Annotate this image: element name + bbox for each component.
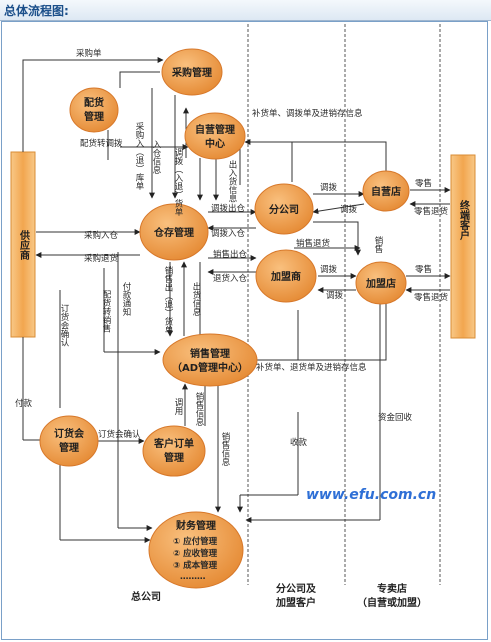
node-self-run-center: 自营管理 中心 bbox=[184, 112, 246, 160]
label-sales-info-2: 销售信息 bbox=[220, 431, 230, 466]
node-order-meeting-line2: 管理 bbox=[59, 441, 79, 454]
label-ship-info: 出货信息 bbox=[191, 281, 201, 316]
supplier-label: 供应商 bbox=[18, 229, 31, 261]
node-warehouse-label: 仓存管理 bbox=[153, 226, 194, 239]
label-sales-io-order: 销售出（退）货单 bbox=[163, 265, 173, 335]
node-order-meeting: 订货会 管理 bbox=[39, 415, 99, 467]
label-fund-recovery: 资金回收 bbox=[378, 412, 413, 423]
node-finance-item-4: ……… bbox=[180, 572, 206, 582]
label-purchase-in-return: 采购入（退）库单 bbox=[134, 121, 144, 191]
lane-label-hq: 总公司 bbox=[131, 590, 161, 603]
label-alloc-transfer: 配货转调拨 bbox=[80, 138, 123, 149]
end-customer-label: 终端客户 bbox=[458, 199, 471, 241]
node-self-store-label: 自营店 bbox=[371, 185, 401, 198]
node-franchisee-label: 加盟商 bbox=[270, 270, 301, 283]
node-branch: 分公司 bbox=[254, 183, 314, 235]
label-transfer-1: 调拨 bbox=[320, 182, 338, 193]
label-order-confirm-v: 订货会确认 bbox=[59, 303, 69, 347]
label-purchase-return: 采购退货 bbox=[84, 253, 119, 264]
node-customer-order-line1: 客户订单 bbox=[153, 437, 194, 450]
label-retail-1: 零售 bbox=[415, 178, 432, 189]
label-alloc-to-sales: 配货转销售 bbox=[101, 290, 111, 333]
node-finance-item-2: ② 应收管理 bbox=[173, 548, 218, 559]
node-branch-label: 分公司 bbox=[269, 203, 299, 216]
node-self-run-line1: 自营管理 bbox=[195, 123, 235, 136]
label-usage: 调用 bbox=[173, 398, 183, 416]
label-collection: 收款 bbox=[290, 437, 308, 448]
label-payment-notice: 付款通知 bbox=[121, 281, 131, 317]
node-franchise-store-label: 加盟店 bbox=[365, 277, 396, 290]
node-franchisee: 加盟商 bbox=[255, 249, 317, 303]
node-sales-line2: （AD管理中心） bbox=[172, 361, 248, 374]
node-sales-line1: 销售管理 bbox=[190, 347, 230, 360]
label-transfer-3: 调拨 bbox=[320, 264, 338, 275]
lane-dividers bbox=[247, 24, 441, 585]
node-franchise-store: 加盟店 bbox=[355, 261, 407, 305]
label-replenish-bottom: 补货单、退货单及进销存信息 bbox=[256, 362, 367, 373]
node-self-run-line2: 中心 bbox=[205, 137, 225, 150]
diagram-frame bbox=[1, 21, 488, 640]
node-allocation-line2: 管理 bbox=[84, 110, 104, 123]
label-replenish-top: 补货单、调拨单及进销存信息 bbox=[252, 108, 363, 119]
label-transfer-in-out-order: 调拨（入退）货单 bbox=[173, 148, 183, 217]
label-return-in: 退货入仓 bbox=[213, 273, 248, 284]
node-finance-title: 财务管理 bbox=[175, 519, 216, 532]
label-retail-return-2: 零售退货 bbox=[414, 292, 449, 303]
lane-label-store-line2: （自营或加盟） bbox=[357, 596, 427, 609]
node-purchase-management: 采购管理 bbox=[161, 48, 223, 96]
label-order-confirm-h: 订货会确认 bbox=[98, 429, 141, 440]
vertical-edge-labels: 采购入（退）库单 入仓信息 调拨（入退）货单 出入货信息 销售出（退）货单 出货… bbox=[59, 121, 237, 466]
node-purchase-label: 采购管理 bbox=[171, 66, 212, 79]
label-retail-2: 零售 bbox=[415, 264, 432, 275]
label-sales-out: 销售出仓 bbox=[213, 249, 248, 260]
label-payment: 付款 bbox=[15, 398, 33, 409]
node-customer-order-line2: 管理 bbox=[164, 451, 184, 464]
node-finance-item-3: ③ 成本管理 bbox=[173, 560, 218, 571]
label-transfer-out: 调拨出仓 bbox=[211, 203, 246, 214]
label-sales-return: 销售退货 bbox=[296, 238, 331, 249]
node-warehouse-management: 仓存管理 bbox=[139, 203, 209, 261]
connectors bbox=[22, 57, 451, 543]
node-order-meeting-line1: 订货会 bbox=[54, 427, 84, 440]
label-transfer-4: 调拨 bbox=[326, 290, 344, 301]
page-title: 总体流程图: bbox=[4, 4, 69, 18]
label-out-info: 出入货信息 bbox=[227, 159, 237, 202]
lane-label-branch-line1: 分公司及 bbox=[276, 582, 317, 595]
node-sales-management: 销售管理 （AD管理中心） bbox=[162, 333, 258, 387]
node-finance-item-1: ① 应付管理 bbox=[173, 536, 218, 547]
label-sales-info-1: 销售信息 bbox=[194, 391, 204, 426]
label-in-out-info: 入仓信息 bbox=[151, 140, 161, 174]
label-transfer-2: 调拨 bbox=[340, 204, 358, 215]
label-purchase-in: 采购入仓 bbox=[84, 230, 119, 241]
label-retail-return-1: 零售退货 bbox=[414, 206, 449, 217]
lane-labels: 总公司 分公司及 加盟客户 专卖店 （自营或加盟） bbox=[131, 582, 427, 609]
node-allocation-line1: 配货 bbox=[84, 96, 104, 109]
lane-label-branch-line2: 加盟客户 bbox=[275, 596, 316, 609]
end-customer-bar: 终端客户 bbox=[450, 154, 476, 339]
node-allocation-management: 配货 管理 bbox=[69, 87, 119, 133]
supplier-bar: 供应商 bbox=[10, 151, 36, 338]
label-purchase-order: 采购单 bbox=[76, 48, 102, 59]
node-finance-management: 财务管理 ① 应付管理 ② 应收管理 ③ 成本管理 ……… bbox=[148, 511, 244, 589]
lane-label-store-line1: 专卖店 bbox=[377, 582, 407, 595]
edge-labels: 采购单 配货转调拨 采购入仓 采购退货 调拨出仓 调拨入仓 销售出仓 退货入仓 … bbox=[15, 48, 449, 448]
node-customer-order: 客户订单 管理 bbox=[142, 425, 206, 477]
node-self-store: 自营店 bbox=[362, 170, 410, 212]
watermark: www.efu.com.cn bbox=[306, 487, 436, 503]
header-bar: 总体流程图: bbox=[0, 0, 491, 21]
label-sales: 销售 bbox=[373, 235, 383, 254]
label-transfer-in: 调拨入仓 bbox=[211, 228, 246, 239]
